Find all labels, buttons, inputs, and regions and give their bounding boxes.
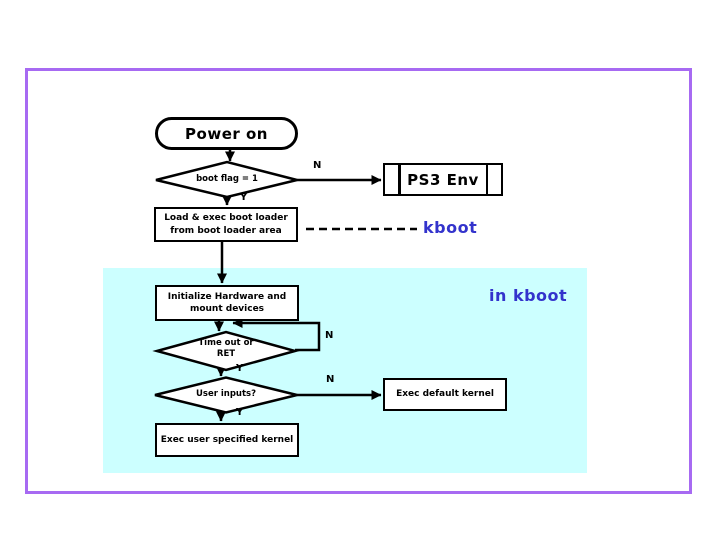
timeout-line2: RET bbox=[216, 349, 236, 360]
power-on-label: Power on bbox=[185, 124, 268, 143]
kboot-callout-label: kboot bbox=[423, 218, 478, 237]
edge-label-timeout-n: N bbox=[325, 330, 334, 341]
edge-label-bootflag-y: Y bbox=[240, 192, 248, 203]
edge-timeout-loop bbox=[232, 318, 321, 352]
edge-label-bootflag-n: N bbox=[313, 160, 322, 171]
decision-boot-flag bbox=[155, 160, 298, 199]
initialize-hardware-line1: Initialize Hardware and bbox=[167, 291, 287, 302]
initialize-hardware-line2: mount devices bbox=[189, 304, 265, 314]
node-initialize-hardware: Initialize Hardware and mount devices bbox=[155, 285, 299, 321]
ps3-env-left-bar bbox=[398, 164, 401, 195]
edge-label-userinputs-n: N bbox=[326, 374, 335, 385]
edge-label-userinputs-y: Y bbox=[236, 407, 244, 418]
diagram-frame bbox=[25, 68, 692, 494]
timeout-line1: Time out or bbox=[198, 338, 254, 348]
node-power-on: Power on bbox=[155, 117, 298, 150]
edge-label-timeout-y: Y bbox=[236, 363, 244, 374]
node-exec-default-kernel: Exec default kernel bbox=[383, 378, 507, 411]
node-load-boot-loader: Load & exec boot loader from boot loader… bbox=[154, 207, 298, 242]
boot-flag-label: boot flag = 1 bbox=[196, 174, 258, 184]
load-boot-loader-line1: Load & exec boot loader bbox=[164, 213, 288, 224]
user-inputs-label: User inputs? bbox=[195, 389, 257, 399]
in-kboot-label: in kboot bbox=[489, 286, 568, 305]
decision-user-inputs bbox=[154, 376, 298, 414]
node-ps3-env: PS3 Env bbox=[383, 163, 503, 196]
exec-user-kernel-label: Exec user specified kernel bbox=[160, 434, 294, 445]
load-boot-loader-line2: from boot loader area bbox=[170, 225, 282, 236]
ps3-env-right-bar bbox=[485, 164, 488, 195]
exec-default-kernel-label: Exec default kernel bbox=[396, 389, 494, 400]
ps3-env-label: PS3 Env bbox=[407, 170, 479, 189]
node-exec-user-kernel: Exec user specified kernel bbox=[155, 423, 299, 457]
timeout-label: Time out or RET bbox=[156, 338, 296, 361]
decision-timeout bbox=[152, 330, 300, 372]
